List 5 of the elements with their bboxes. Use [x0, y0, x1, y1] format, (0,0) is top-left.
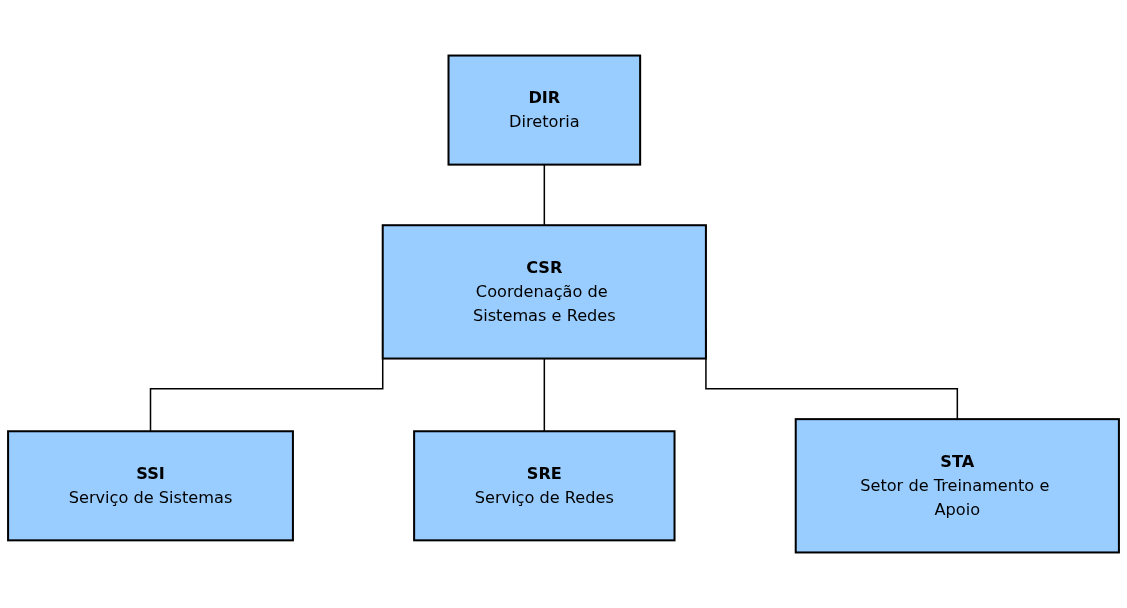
node-box: SSI Serviço de Sistemas [7, 430, 294, 542]
node-box: SRE Serviço de Redes [413, 430, 676, 542]
node-box: STA Setor de Treinamento e Apoio [794, 418, 1120, 554]
node-box: DIR Diretoria [447, 54, 642, 166]
node-box: CSR Coordenação de Sistemas e Redes [381, 224, 707, 360]
